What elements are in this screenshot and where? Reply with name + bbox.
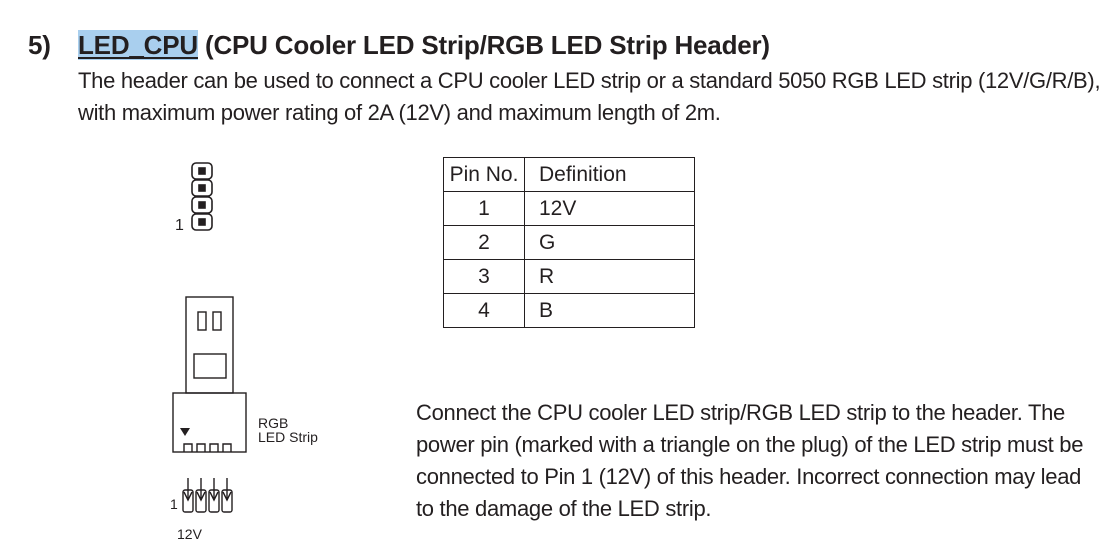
pin-definition-cell: 12V — [524, 191, 695, 226]
section-number: 5) — [28, 30, 51, 60]
header-name-highlight: LED_CPU — [78, 30, 198, 60]
pin-number-cell: 1 — [443, 191, 525, 226]
pin-definition-cell: G — [524, 225, 695, 260]
plug-contacts-icon — [182, 478, 233, 513]
instruction-line-2: power pin (marked with a triangle on the… — [416, 432, 1084, 457]
strip-label-led-strip: LED Strip — [258, 429, 318, 445]
table-row: 1 12V — [443, 191, 695, 226]
pin-definition-cell: B — [524, 293, 695, 328]
pin-number-cell: 4 — [443, 293, 525, 328]
led-strip-plug-icon — [172, 296, 247, 453]
instruction-line-1: Connect the CPU cooler LED strip/RGB LED… — [416, 400, 1065, 425]
connector-diagram — [172, 162, 247, 513]
heading-description: (CPU Cooler LED Strip/RGB LED Strip Head… — [197, 30, 770, 60]
section-heading: 5) LED_CPU (CPU Cooler LED Strip/RGB LED … — [28, 30, 770, 61]
power-pin-triangle-icon — [180, 428, 190, 436]
pin-definition-table: Pin No. Definition 1 12V 2 G 3 R 4 B — [443, 157, 695, 328]
table-row: 3 R — [443, 259, 695, 294]
pin-header-icon — [191, 162, 213, 231]
table-row: 2 G — [443, 225, 695, 260]
intro-line-2: with maximum power rating of 2A (12V) an… — [78, 100, 721, 125]
plug-12v-label: 12V — [177, 526, 202, 542]
pin-number-cell: 3 — [443, 259, 525, 294]
table-header-row: Pin No. Definition — [443, 157, 695, 192]
table-row: 4 B — [443, 293, 695, 328]
intro-line-1: The header can be used to connect a CPU … — [78, 68, 1101, 93]
pin-number-cell: 2 — [443, 225, 525, 260]
column-header-pin-no: Pin No. — [443, 157, 525, 192]
instruction-line-4: to the damage of the LED strip. — [416, 496, 712, 521]
connection-instructions: Connect the CPU cooler LED strip/RGB LED… — [416, 397, 1106, 525]
strip-label-rgb: RGB — [258, 415, 289, 431]
header-pin1-label: 1 — [175, 217, 184, 234]
pin-definition-cell: R — [524, 259, 695, 294]
plug-pin1-label: 1 — [170, 496, 178, 512]
intro-paragraph: The header can be used to connect a CPU … — [78, 65, 1108, 129]
instruction-line-3: connected to Pin 1 (12V) of this header.… — [416, 464, 1082, 489]
column-header-definition: Definition — [524, 157, 695, 192]
